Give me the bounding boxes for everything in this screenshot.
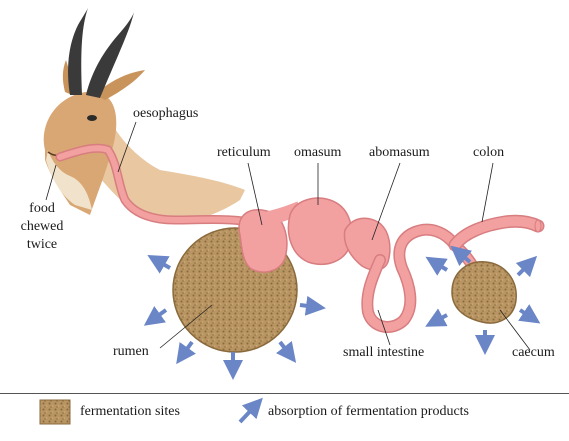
label-small-intestine: small intestine (343, 345, 425, 360)
legend-absorption-arrow-icon (238, 397, 263, 424)
legend-fermentation-swatch (39, 399, 71, 425)
label-omasum: omasum (294, 145, 342, 160)
label-rumen: rumen (113, 344, 149, 359)
leader-lines (45, 121, 531, 351)
digestive-tract (55, 143, 545, 353)
label-colon: colon (473, 145, 505, 160)
label-food-line2: chewed (20, 219, 64, 234)
absorption-arrows (143, 245, 541, 380)
label-abomasum: abomasum (369, 145, 430, 160)
label-caecum: caecum (512, 345, 555, 360)
antelope-head-icon (43, 8, 245, 223)
legend-divider (0, 393, 569, 394)
legend-absorption-label: absorption of fermentation products (268, 404, 470, 419)
omasum-chamber (287, 197, 353, 266)
legend-fermentation-label: fermentation sites (80, 404, 180, 419)
label-reticulum: reticulum (217, 145, 271, 160)
label-food-line1: food (29, 201, 55, 216)
label-oesophagus: oesophagus (133, 106, 199, 121)
label-food-line3: twice (26, 237, 58, 252)
caecum-chamber (451, 261, 517, 324)
